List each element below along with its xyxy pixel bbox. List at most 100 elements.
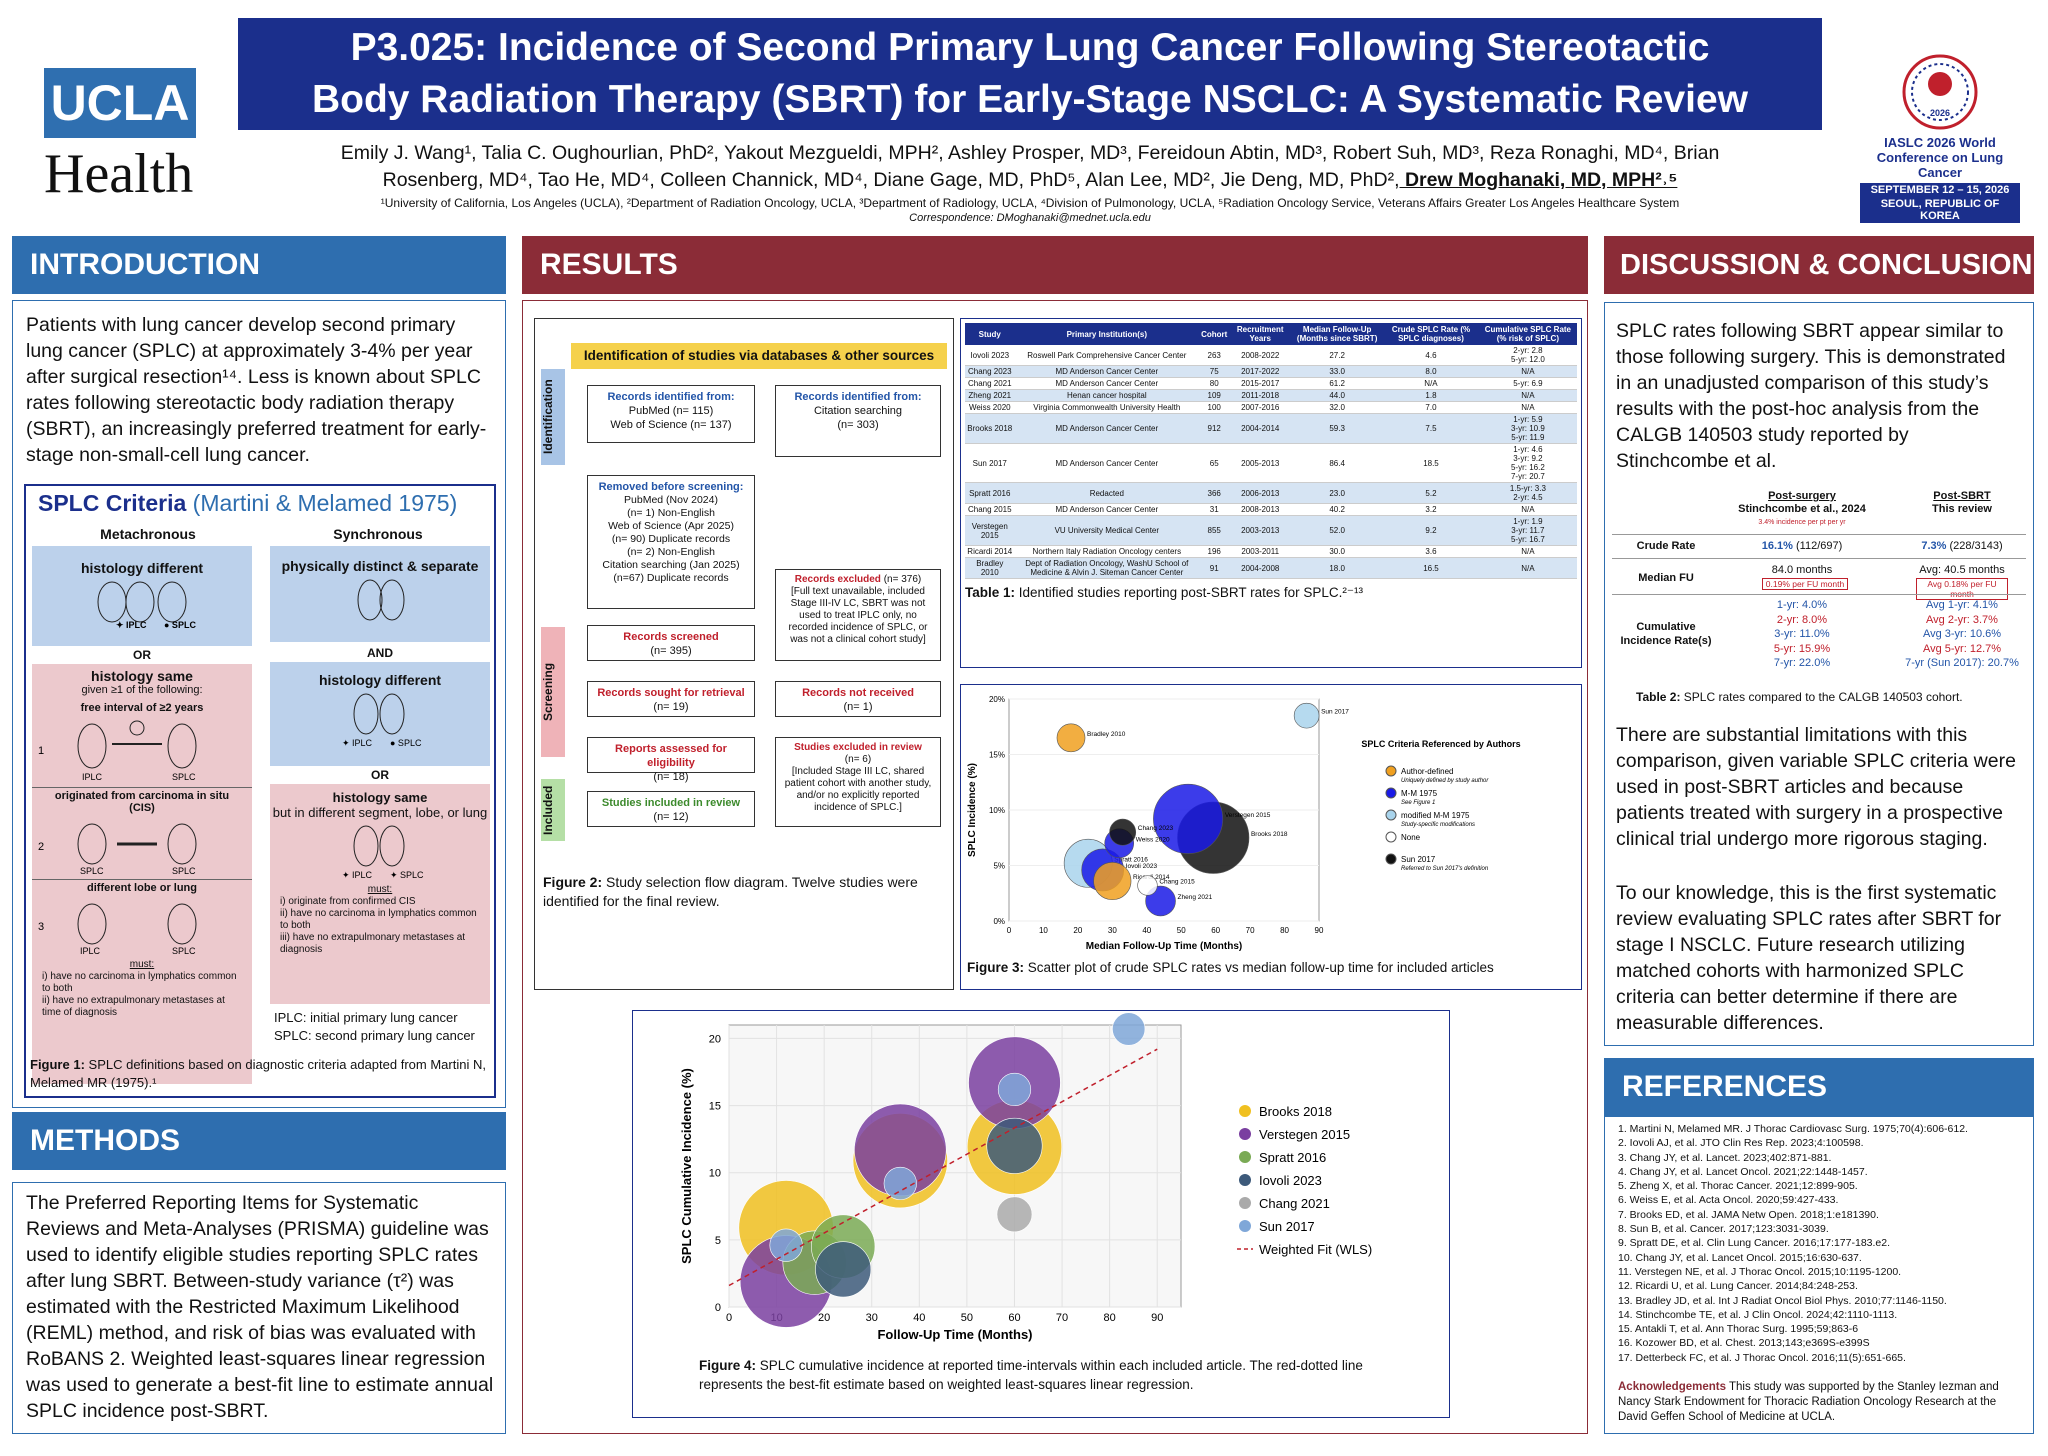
legend-marker bbox=[1385, 787, 1397, 799]
fit-line bbox=[728, 1048, 1158, 1287]
legend-label: Author-defined bbox=[1401, 767, 1453, 776]
table-cell: 31 bbox=[1199, 503, 1230, 516]
meta-criterion-a: histology different ✦ IPLC● SPLC bbox=[32, 546, 252, 646]
table-cell: MD Anderson Cancer Center bbox=[1014, 443, 1200, 483]
point-label: Chang 2015 bbox=[1159, 878, 1195, 885]
bubble-point bbox=[1056, 723, 1086, 753]
included-box: Studies included in review(n= 12) bbox=[587, 791, 755, 827]
svg-text:3: 3 bbox=[38, 921, 44, 933]
reference-item: 17. Detterbeck FC, et al. J Thorac Oncol… bbox=[1618, 1351, 1906, 1364]
table-cell: MD Anderson Cancer Center bbox=[1014, 503, 1200, 516]
reference-item: 4. Chang JY, et al. Lancet Oncol. 2021;2… bbox=[1618, 1165, 1868, 1178]
svg-text:SPLC: SPLC bbox=[172, 772, 196, 782]
y-tick-label: 15 bbox=[709, 1101, 721, 1113]
legend-sublabel: Uniquely defined by study author bbox=[1401, 778, 1489, 784]
point-label: Sun 2017 bbox=[1321, 709, 1349, 716]
or-label: OR bbox=[133, 648, 151, 662]
affiliations: ¹University of California, Los Angeles (… bbox=[380, 196, 1680, 210]
discussion-p3: To our knowledge, this is the first syst… bbox=[1616, 882, 2002, 1034]
cumulative-rate-surgery: 3-yr: 11.0% bbox=[1774, 628, 1830, 640]
cumulative-rate-surgery: 7-yr: 22.0% bbox=[1773, 657, 1831, 669]
poster-title: P3.025: Incidence of Second Primary Lung… bbox=[238, 18, 1822, 130]
table-1-caption: Table 1: Identified studies reporting po… bbox=[965, 585, 1364, 600]
records-citation-box: Records identified from:Citation searchi… bbox=[775, 385, 941, 457]
svg-text:✦ IPLC: ✦ IPLC bbox=[116, 620, 147, 630]
lungs-icon bbox=[357, 579, 405, 621]
cumulative-rate-sbrt: Avg 3-yr: 10.6% bbox=[1922, 628, 2002, 640]
conference-seal-icon: 2026 bbox=[1902, 54, 1978, 130]
bubble-point bbox=[1293, 702, 1320, 729]
table-cell: 2017-2022 bbox=[1229, 365, 1292, 378]
table-cell: 3.2 bbox=[1383, 503, 1479, 516]
table-header: Median Follow-Up (Months since SBRT) bbox=[1291, 323, 1384, 345]
reference-item: 14. Stinchcombe TE, et al. J Clin Oncol.… bbox=[1618, 1308, 1898, 1321]
and-label: AND bbox=[367, 646, 393, 660]
conf-name-2: Conference on Lung Cancer bbox=[1876, 150, 2004, 180]
lobe-label: different lobe or lung bbox=[32, 879, 252, 896]
bubble-point bbox=[769, 1228, 803, 1262]
references-heading: REFERENCES bbox=[1604, 1058, 2034, 1116]
cumulative-rate-sbrt: Avg 1-yr: 4.1% bbox=[1926, 599, 1998, 611]
reference-item: 10. Chang JY, et al. Lancet Oncol. 2015;… bbox=[1618, 1251, 1862, 1264]
table-header: Recruitment Years bbox=[1229, 323, 1292, 345]
ucla-logo: UCLA bbox=[44, 68, 196, 138]
table-cell: Virginia Commonwealth University Health bbox=[1014, 401, 1200, 414]
point-label: Bradley 2010 bbox=[1087, 731, 1126, 738]
cumulative-rate-surgery: 2-yr: 8.0% bbox=[1776, 613, 1828, 626]
svg-text:1: 1 bbox=[38, 745, 44, 757]
free-interval-label: free interval of ≥2 years bbox=[80, 702, 204, 714]
table-cell: N/A bbox=[1478, 365, 1577, 378]
y-tick-label: 15% bbox=[989, 751, 1005, 760]
criteria-title: SPLC Criteria bbox=[38, 490, 187, 516]
criteria-subtitle: (Martini & Melamed 1975) bbox=[186, 490, 458, 516]
y-axis-label: SPLC Incidence (%) bbox=[967, 763, 978, 857]
reference-item: 2. Iovoli AJ, et al. JTO Clin Res Rep. 2… bbox=[1618, 1137, 1864, 1150]
table-cell: 33.0 bbox=[1291, 365, 1384, 378]
x-tick-label: 40 bbox=[1142, 926, 1151, 935]
table-cell: Dept of Radiation Oncology, WashU School… bbox=[1014, 557, 1200, 579]
svg-text:SPLC: SPLC bbox=[80, 866, 104, 876]
y-tick-label: 0 bbox=[715, 1302, 721, 1314]
x-tick-label: 60 bbox=[1008, 1312, 1020, 1324]
table-cell: 40.2 bbox=[1291, 503, 1384, 516]
svg-text:✦ IPLC: ✦ IPLC bbox=[342, 738, 373, 748]
reference-item: 5. Zheng X, et al. Thorac Cancer. 2021;1… bbox=[1618, 1180, 1858, 1193]
table-cell: Northern Italy Radiation Oncology center… bbox=[1014, 545, 1200, 558]
table-cell: Iovoli 2023 bbox=[965, 345, 1015, 366]
table-cell: 2004-2008 bbox=[1229, 557, 1292, 579]
svg-text:2026: 2026 bbox=[1930, 108, 1950, 118]
discussion-heading: DISCUSSION & CONCLUSION bbox=[1604, 236, 2034, 294]
sync-criterion-bi: histology different ✦ IPLC● SPLC bbox=[270, 662, 490, 766]
table-cell: 9.2 bbox=[1383, 515, 1479, 546]
svg-text:✦ IPLC: ✦ IPLC bbox=[342, 870, 373, 880]
bubble-point bbox=[1112, 1012, 1146, 1046]
reference-item: 7. Brooks ED, et al. JAMA Netw Open. 201… bbox=[1618, 1208, 1879, 1221]
table-2-caption: Table 2: SPLC rates compared to the CALG… bbox=[1636, 690, 1963, 704]
legend-marker bbox=[1385, 765, 1397, 777]
conf-name-1: IASLC 2026 World bbox=[1884, 135, 1996, 150]
table-cell: 91 bbox=[1199, 557, 1230, 579]
sync-criterion-a: physically distinct & separate bbox=[270, 546, 490, 642]
table-cell: 7.5 bbox=[1383, 413, 1479, 444]
bubble-point bbox=[997, 1072, 1032, 1107]
x-tick-label: 70 bbox=[1056, 1312, 1068, 1324]
histology-same-label: histology same bbox=[91, 668, 193, 684]
svg-text:SPLC: SPLC bbox=[172, 946, 196, 956]
legend-label: Brooks 2018 bbox=[1259, 1104, 1332, 1119]
table-header: Crude SPLC Rate (% SPLC diagnoses) bbox=[1383, 323, 1479, 345]
figure-2-caption: Figure 2: Study selection flow diagram. … bbox=[543, 874, 918, 909]
table-header: Study bbox=[965, 323, 1015, 345]
table-cell: 18.5 bbox=[1383, 443, 1479, 483]
table-cell: 27.2 bbox=[1291, 345, 1384, 366]
y-tick-label: 5 bbox=[715, 1235, 721, 1247]
given-label: given ≥1 of the following: bbox=[81, 684, 203, 696]
